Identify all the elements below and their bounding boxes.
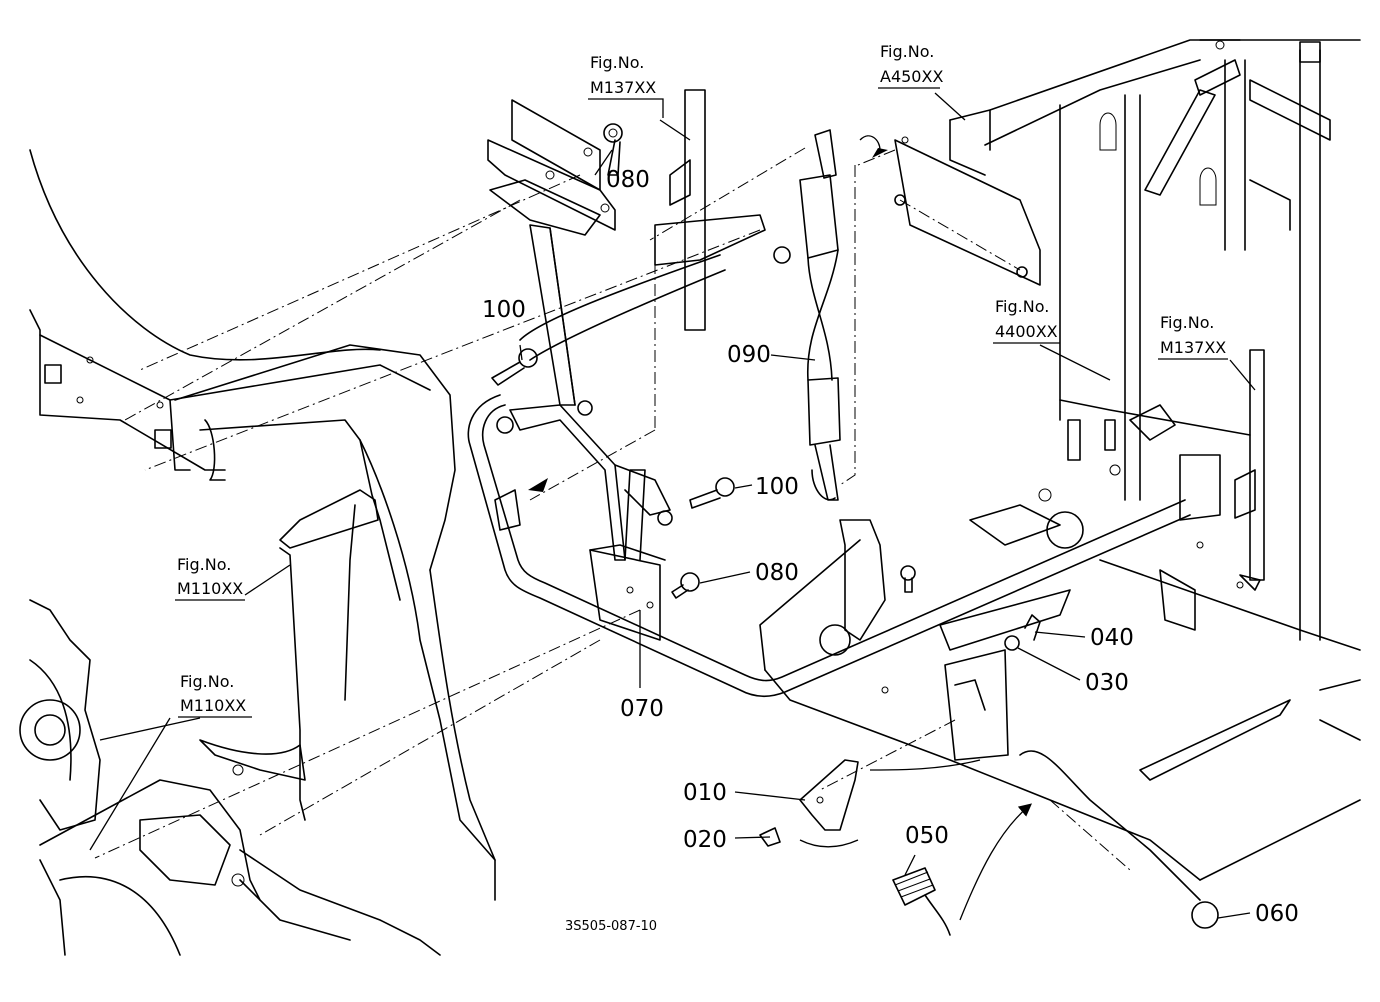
fig-ref-m137-right: Fig.No. M137XX	[1158, 313, 1228, 360]
part-label-100-right: 100	[755, 474, 799, 500]
part-label-100-left: 100	[482, 297, 526, 323]
pin-020-icon	[759, 827, 781, 847]
seat-bracket-art	[19, 599, 441, 956]
bolt-100-left-icon	[518, 348, 538, 368]
bolts-art	[491, 123, 1028, 599]
fender-panel-art	[174, 344, 496, 901]
plate-mount-art	[519, 89, 766, 641]
fig-ref-value: M110XX	[180, 696, 246, 715]
part-label-080-mid: 080	[755, 560, 799, 586]
part-label-020: 020	[683, 827, 727, 853]
direction-arrows	[528, 148, 888, 492]
fig-ref-value: M110XX	[177, 579, 243, 598]
rod-060-icon	[1019, 750, 1201, 901]
fig-label: Fig.No.	[590, 53, 644, 72]
platform-art	[759, 349, 1361, 881]
bolt-080-mid-icon	[680, 572, 700, 592]
fig-label: Fig.No.	[1160, 313, 1214, 332]
bolt-100-right-icon	[715, 477, 735, 497]
strap-090-art	[799, 129, 841, 501]
part-label-090: 090	[727, 342, 771, 368]
assembly-arrows	[799, 135, 1032, 921]
fig-label: Fig.No.	[177, 555, 231, 574]
dash-lines	[94, 147, 1131, 871]
part-label-030: 030	[1085, 670, 1129, 696]
part-label-010: 010	[683, 780, 727, 806]
fig-ref-value: 4400XX	[995, 322, 1058, 341]
tractor-hood-art	[29, 149, 431, 481]
part-label-060: 060	[1255, 901, 1299, 927]
fig-ref-m137-top: Fig.No. M137XX	[588, 53, 664, 118]
fig-label: Fig.No.	[995, 297, 1049, 316]
fig-ref-a450: Fig.No. A450XX	[878, 42, 943, 89]
bolt-080-top-icon	[603, 123, 623, 143]
fig-ref-value: M137XX	[1160, 338, 1226, 357]
fig-label: Fig.No.	[180, 672, 234, 691]
latch-parts-art	[759, 614, 1219, 936]
nut-icon	[773, 246, 791, 264]
part-label-070: 070	[620, 696, 664, 722]
fig-ref-m110-low: Fig.No. M110XX	[178, 672, 252, 718]
diagram-code: 3S505-087-10	[565, 919, 657, 934]
fig-ref-4400: Fig.No. 4400XX	[993, 297, 1060, 344]
part-label-080-top: 080	[606, 167, 650, 193]
frame-070-art	[467, 394, 1221, 698]
fig-ref-value: A450XX	[880, 67, 943, 86]
handle-post-art	[496, 224, 673, 561]
fig-ref-m110-mid: Fig.No. M110XX	[175, 555, 245, 601]
part-label-050: 050	[905, 823, 949, 849]
rops-frame-art	[949, 39, 1361, 641]
part-label-040: 040	[1090, 625, 1134, 651]
fig-label: Fig.No.	[880, 42, 934, 61]
lever-010-icon	[799, 759, 859, 831]
side-plate-art	[894, 136, 1041, 286]
fig-ref-value: M137XX	[590, 78, 656, 97]
seat-mount-bracket	[487, 99, 616, 236]
leader-lines	[89, 92, 1256, 919]
